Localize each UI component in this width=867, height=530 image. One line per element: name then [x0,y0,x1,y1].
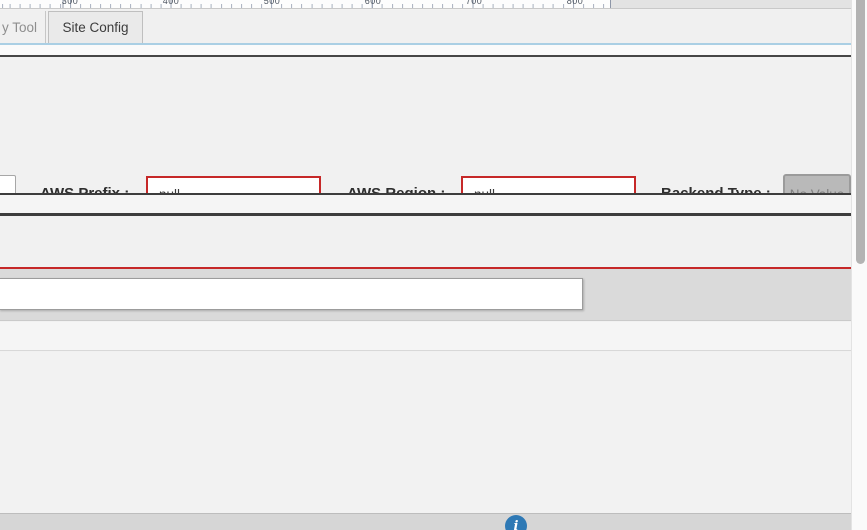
tab-site-config[interactable]: Site Config [48,11,143,43]
spacer [0,195,851,213]
ruler-label: 400 [162,0,180,6]
spacer [0,45,851,55]
tab-tool-label: y Tool [2,19,38,35]
tab-bar: y Tool Site Config [0,10,851,43]
ruler-minor-ticks [0,4,611,8]
config-form-panel: AWS Prefix : null AWS Region : null Back… [0,57,851,214]
vertical-scrollbar[interactable] [851,0,867,530]
text-input[interactable] [0,278,583,310]
divider [0,213,851,216]
tab-tool[interactable]: y Tool [0,11,46,43]
scrollbar-thumb[interactable] [856,0,865,264]
input-toolbar [0,269,851,321]
horizontal-ruler: 300 400 500 600 700 800 [0,0,851,9]
info-button[interactable]: i [505,515,527,530]
ruler-label: 300 [61,0,79,6]
ruler-label: 600 [364,0,382,6]
ruler-end-tick [610,0,611,8]
tab-site-config-label: Site Config [62,20,129,35]
bottom-bar: i [0,513,851,530]
ruler-label: 800 [566,0,584,6]
content-area [0,352,851,513]
tab-underline [0,43,851,45]
ruler-label: 700 [465,0,483,6]
info-icon: i [513,518,519,530]
panel-divider-top [0,55,851,57]
spacer [0,322,851,351]
error-divider [0,267,851,269]
ruler-label: 500 [263,0,281,6]
divider [0,193,851,195]
spacer [0,216,851,267]
